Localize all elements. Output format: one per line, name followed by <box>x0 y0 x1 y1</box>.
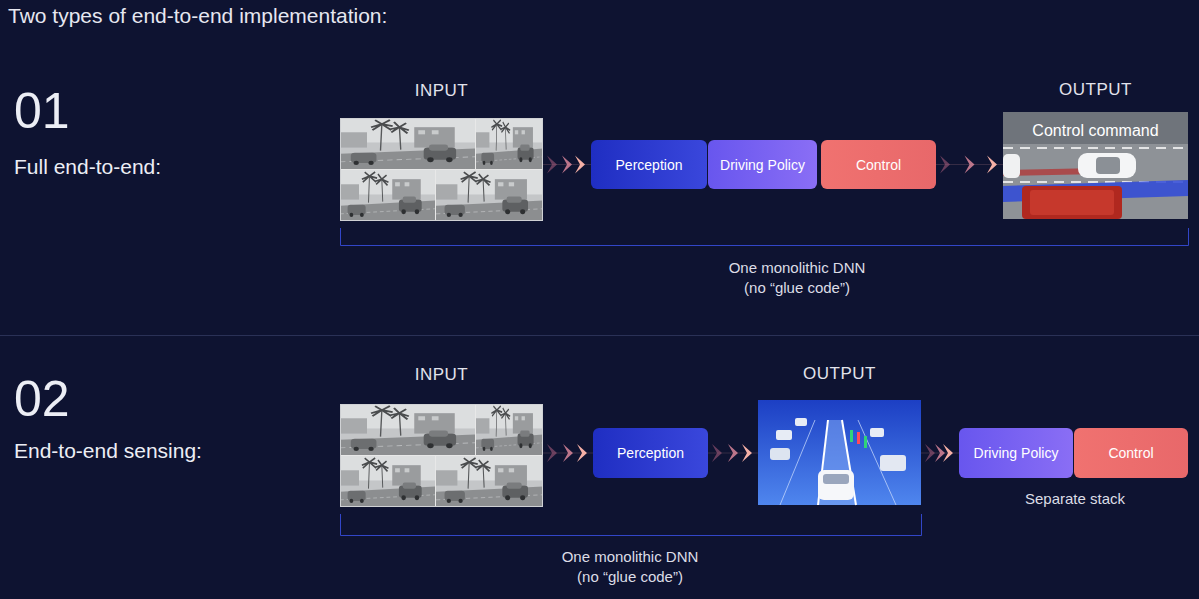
column-heading: OUTPUT <box>728 364 951 384</box>
column-heading: INPUT <box>311 365 572 385</box>
box-label: Driving Policy <box>716 157 809 173</box>
bracket-note: One monolithic DNN (no “glue code”) <box>555 547 705 587</box>
bracket <box>341 228 1189 246</box>
top-down-road-image <box>1096 157 1120 174</box>
camera-collage <box>340 118 543 507</box>
perception-scene-image <box>870 428 884 437</box>
process-box: Perception <box>591 140 707 189</box>
section-title: End-to-end sensing: <box>14 441 202 461</box>
top-down-road-image <box>1003 154 1020 178</box>
perception-scene-image <box>758 400 921 505</box>
perception-scene-image <box>770 448 790 460</box>
stack-note: Separate stack <box>990 489 1160 509</box>
process-box: Perception <box>593 428 708 478</box>
section-title: Full end-to-end: <box>14 157 161 177</box>
diagram-title: Two types of end-to-end implementation: <box>8 4 387 28</box>
section-number: 01 <box>14 84 70 138</box>
top-down-road-image <box>1003 112 1188 219</box>
top-down-road-image <box>1022 186 1122 219</box>
perception-scene-image <box>823 474 849 484</box>
flow-connector <box>936 164 1003 165</box>
bracket-note: One monolithic DNN (no “glue code”) <box>722 258 872 298</box>
top-down-road-image <box>1078 153 1136 178</box>
box-label: Perception <box>612 157 687 173</box>
section-divider <box>0 335 1199 336</box>
image-caption: Control command <box>1003 122 1188 140</box>
flow-connector <box>543 453 593 454</box>
camera-collage <box>340 404 543 507</box>
process-box: Control <box>821 140 936 189</box>
column-heading: OUTPUT <box>973 80 1199 100</box>
perception-scene-image <box>818 470 854 500</box>
box-label: Driving Policy <box>970 445 1063 461</box>
perception-scene-image <box>850 430 853 442</box>
perception-scene-image <box>795 418 807 426</box>
top-down-road-image <box>1030 190 1114 215</box>
section-number: 02 <box>14 372 70 426</box>
image-panel: OUTPUTControl command <box>1003 112 1188 219</box>
perception-scene-image <box>880 455 906 471</box>
camera-collage <box>340 118 543 221</box>
perception-scene-image <box>776 430 792 440</box>
process-box: Driving Policy <box>708 140 817 189</box>
image-panel: INPUT <box>340 118 543 221</box>
image-panel: INPUT <box>340 404 543 507</box>
top-down-road-image <box>1003 147 1188 149</box>
box-label: Control <box>852 157 905 173</box>
top-down-road-image <box>1003 112 1188 219</box>
top-down-road-image <box>1003 112 1188 144</box>
perception-scene-image <box>864 436 867 448</box>
bracket <box>341 514 922 536</box>
perception-scene-image <box>780 420 896 505</box>
process-box: Control <box>1074 428 1188 478</box>
box-label: Perception <box>613 445 688 461</box>
image-panel: OUTPUT <box>758 400 921 505</box>
perception-scene-image <box>818 420 856 505</box>
section-divider <box>0 335 1199 336</box>
process-box: Driving Policy <box>959 428 1073 478</box>
perception-scene-image <box>857 432 860 444</box>
flow-connector <box>921 453 959 454</box>
flow-connector <box>543 164 591 165</box>
perception-scene-image <box>758 400 921 505</box>
column-heading: INPUT <box>311 81 572 101</box>
flow-connector <box>708 453 758 454</box>
box-label: Control <box>1104 445 1157 461</box>
